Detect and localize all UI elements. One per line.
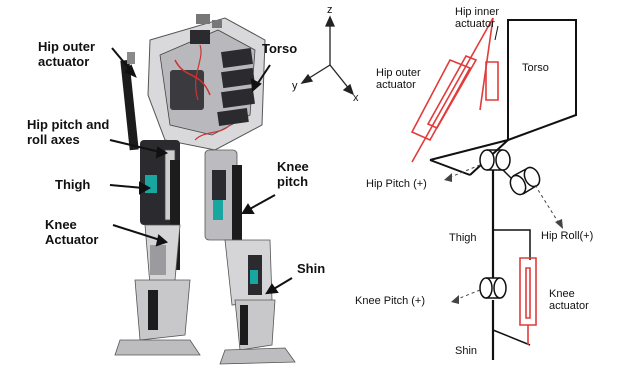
label-hip-outer-actuator-photo: Hip outer actuator xyxy=(38,40,95,69)
schematic-knee-joint xyxy=(480,278,506,298)
robot-left-leg xyxy=(115,140,200,355)
label-hip-inner-actuator: Hip inner actuator xyxy=(455,6,499,31)
label-torso-schematic: Torso xyxy=(522,62,549,74)
schematic-torso-box xyxy=(508,20,576,140)
label-knee-actuator-photo: Knee Actuator xyxy=(45,218,98,247)
label-hip-outer-actuator-schematic: Hip outer actuator xyxy=(376,67,421,92)
label-shin-photo: Shin xyxy=(297,262,325,277)
label-knee-pitch-schematic: Knee Pitch (+) xyxy=(355,295,425,307)
label-hip-pitch: Hip Pitch (+) xyxy=(366,178,427,190)
label-knee-actuator-schematic: Knee actuator xyxy=(549,288,589,313)
axes-indicator xyxy=(302,17,353,94)
label-thigh-schematic: Thigh xyxy=(449,232,477,244)
robot-torso xyxy=(148,14,265,150)
label-hip-roll: Hip Roll(+) xyxy=(541,230,593,242)
label-shin-schematic: Shin xyxy=(455,345,477,357)
label-hip-pitch-roll-axes: Hip pitch and roll axes xyxy=(27,118,109,147)
label-knee-pitch-photo: Knee pitch xyxy=(277,160,309,189)
label-axis-y: y xyxy=(292,80,298,92)
label-torso-photo: Torso xyxy=(262,42,297,57)
schematic-hip-roll-joint xyxy=(503,165,543,197)
label-axis-z: z xyxy=(327,4,333,16)
label-thigh-photo: Thigh xyxy=(55,178,90,193)
label-axis-x: x xyxy=(353,92,359,104)
